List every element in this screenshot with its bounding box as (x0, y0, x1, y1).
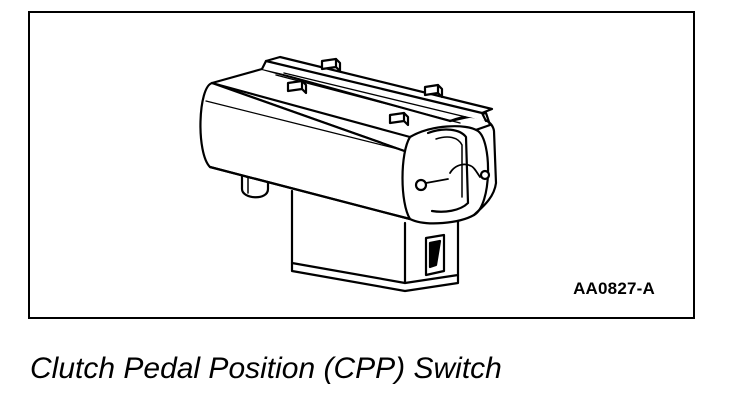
figure-code-label: AA0827-A (573, 279, 655, 298)
figure-caption: Clutch Pedal Position (CPP) Switch (30, 352, 502, 385)
slide-rail (260, 55, 494, 124)
cpp-switch-illustration (199, 55, 498, 293)
retaining-tabs (286, 57, 444, 127)
switch-housing (199, 67, 498, 225)
figure-frame: AA0827-A (28, 11, 695, 319)
